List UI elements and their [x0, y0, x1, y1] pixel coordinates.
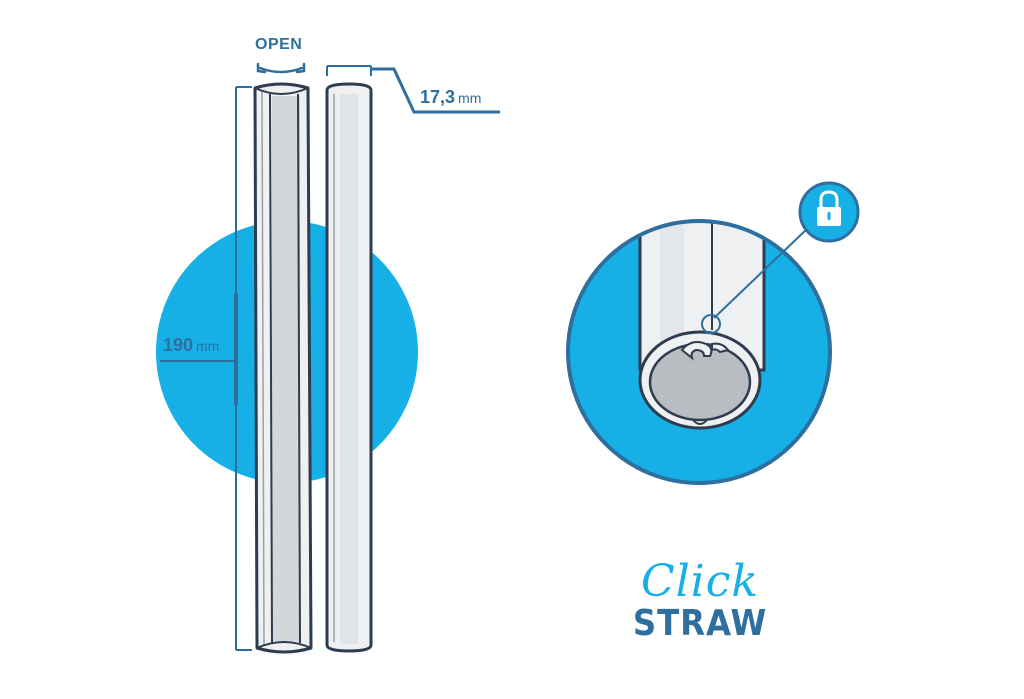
lock-callout	[701, 181, 860, 334]
width-unit: mm	[458, 90, 482, 106]
height-dimension	[160, 86, 252, 651]
brand-logo: Click STRAW	[600, 560, 800, 644]
open-straw	[253, 82, 313, 654]
width-value: 17,3	[420, 87, 456, 107]
cross-section-lens	[566, 219, 832, 485]
logo-word: STRAW	[632, 603, 768, 644]
padlock-icon	[817, 190, 841, 226]
height-unit: mm	[196, 338, 220, 354]
closed-straw	[325, 82, 373, 653]
open-label: OPEN	[255, 36, 303, 53]
height-value: 190	[163, 335, 194, 355]
logo-script: Click	[640, 556, 760, 607]
width-dimension	[326, 65, 500, 114]
double-arrow-icon	[256, 62, 306, 74]
